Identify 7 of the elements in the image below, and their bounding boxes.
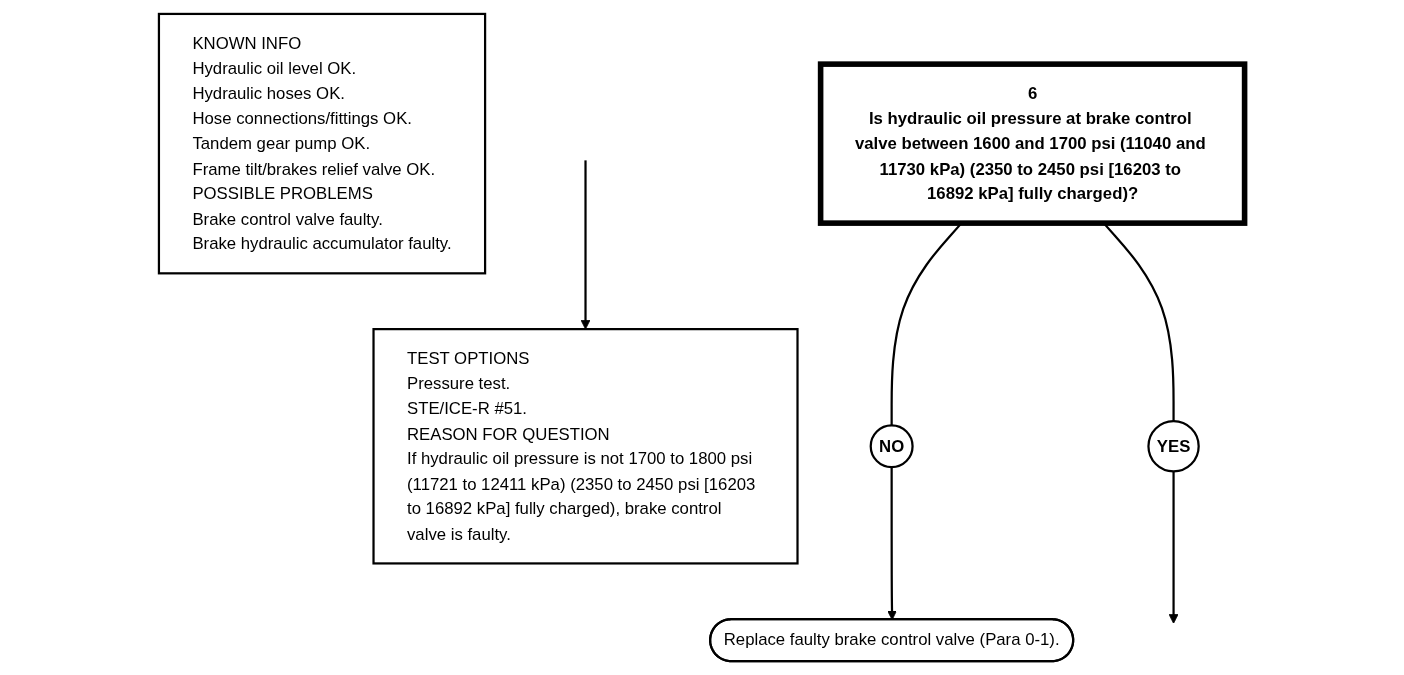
- arrow: [580, 160, 591, 330]
- node-box: 6 Is hydraulic oil pressure at brake control valve between 1600 and 1700 psi (11040 and 11730 kPa) (2350 to 2450 psi [16203 to 16892 kPa] fully charged)?: [818, 61, 1248, 226]
- node-box: TEST OPTIONS Pressure test. STE/ICE-R #51. REASON FOR QUESTION If hydraulic oil pressure is not 1700 to 1800 psi (11721 to 12411 kPa) (2350 to 2450 psi [16203 to 16892 kPa] fully charged), brake control valve is faulty.: [372, 328, 799, 565]
- node-box: KNOWN INFO Hydraulic oil level OK. Hydraulic hoses OK. Hose connections/fittings OK. Tandem gear pump OK. Frame tilt/brakes relief valve OK. POSSIBLE PROBLEMS Brake control valve faulty. Brake hydraulic accumulator faulty.: [158, 12, 487, 275]
- node-circle: YES: [1147, 420, 1201, 473]
- node-circle: NO: [869, 424, 914, 469]
- arrow: [1168, 471, 1179, 624]
